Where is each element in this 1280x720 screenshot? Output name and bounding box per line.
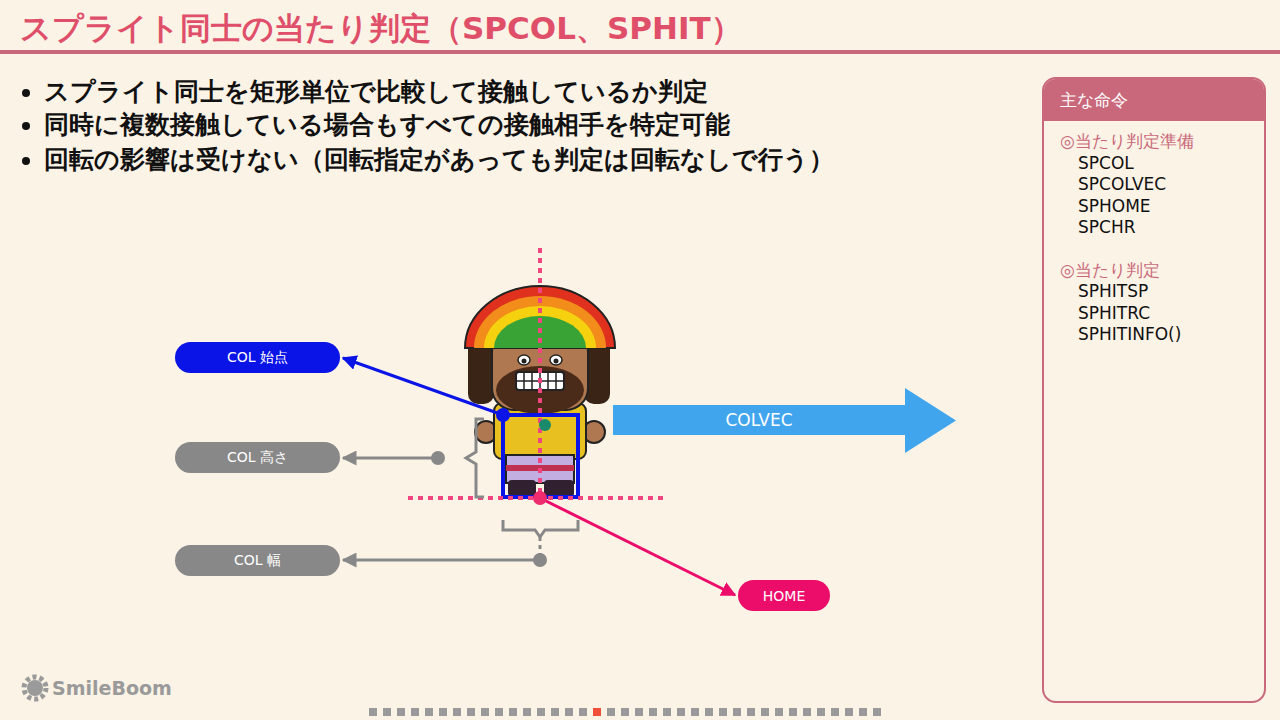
slide-title: スプライト同士の当たり判定（SPCOL、SPHIT） — [20, 8, 742, 48]
command-name: SPCHR — [1044, 217, 1264, 239]
label-pill: COL 高さ — [175, 442, 340, 473]
label-pill: COL 幅 — [175, 545, 340, 576]
pupil — [522, 359, 527, 364]
label-pill: COL 始点 — [175, 342, 340, 373]
panel-heading: 主な命令 — [1044, 79, 1264, 121]
eye — [518, 355, 530, 365]
shoe — [508, 480, 536, 497]
page-dots — [369, 708, 881, 716]
command-panel: 主な命令 ◎当たり判定準備SPCOLSPCOLVECSPHOMESPCHR ◎当たり… — [1042, 77, 1266, 703]
command-name: SPHOME — [1044, 196, 1264, 218]
command-name: ◎当たり判定準備 — [1044, 131, 1264, 153]
bullet-dot — [22, 122, 30, 130]
height-bracket — [466, 419, 484, 497]
command-name: SPHITINFO() — [1044, 324, 1264, 346]
collision-rect — [503, 415, 578, 497]
center-dot — [539, 419, 551, 431]
leader-arrow — [343, 457, 438, 460]
logo-gear — [27, 680, 43, 696]
title-rule — [0, 50, 1280, 54]
start-point — [496, 408, 510, 422]
command-name: SPHITSP — [1044, 281, 1264, 303]
width-bracket — [503, 520, 578, 537]
shoe — [544, 480, 574, 497]
vector-arrow: COLVEC — [613, 388, 956, 453]
leader-arrow — [343, 559, 540, 562]
leader-dot — [431, 451, 445, 465]
command-name: SPCOLVEC — [1044, 174, 1264, 196]
leader-arrow — [540, 498, 735, 595]
eye — [550, 355, 562, 365]
bullet-dot — [22, 89, 30, 97]
logo-gear — [24, 677, 46, 699]
label-pill: HOME — [738, 580, 830, 611]
pupil — [554, 359, 559, 364]
leader-dot — [533, 553, 547, 567]
command-name: SPHITRC — [1044, 303, 1264, 325]
bullet-text: 回転の影響は受けない（回転指定があっても判定は回転なしで行う） — [44, 144, 834, 176]
pill-text: COL 始点 — [227, 349, 288, 367]
bullet-text: スプライト同士を矩形単位で比較して接触しているか判定 — [44, 76, 708, 108]
pill-text: COL 幅 — [234, 552, 281, 570]
command-name: ◎当たり判定 — [1044, 260, 1264, 282]
arrow-label: COLVEC — [613, 405, 905, 435]
home-point — [533, 491, 547, 505]
pill-text: COL 高さ — [227, 449, 288, 467]
current-page-dot — [593, 708, 601, 716]
bullet-dot — [22, 157, 30, 165]
pill-text: HOME — [763, 588, 805, 604]
arrow-body — [613, 388, 956, 453]
logo-text: SmileBoom — [52, 676, 172, 700]
command-name: SPCOL — [1044, 153, 1264, 175]
home-guide — [538, 248, 542, 500]
bullet-text: 同時に複数接触している場合もすべての接触相手を特定可能 — [44, 109, 730, 141]
leader-arrow — [343, 358, 503, 415]
